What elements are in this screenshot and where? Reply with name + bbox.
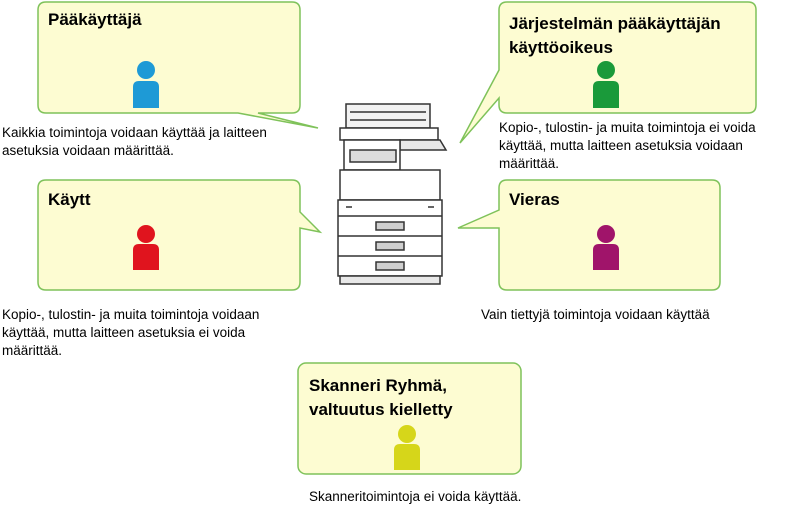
sysadmin-description: Kopio-, tulostin- ja muita toimintoja ei… xyxy=(499,119,756,173)
sysadmin-title-line-2: käyttöoikeus xyxy=(509,38,613,57)
admin-description: Kaikkia toimintoja voidaan käyttää ja la… xyxy=(2,124,267,160)
scanner-title: Skanneri Ryhmä, valtuutus kielletty xyxy=(309,374,453,422)
guest-description: Vain tiettyjä toimintoja voidaan käyttää xyxy=(481,306,710,324)
admin-title: Pääkäyttäjä xyxy=(48,10,142,29)
sysadmin-description-line-2: käyttää, mutta laitteen asetuksia voidaa… xyxy=(499,138,743,153)
admin-description-line-2: asetuksia voidaan määrittää. xyxy=(2,143,174,158)
sysadmin-title-line-1: Järjestelmän pääkäyttäjän xyxy=(509,14,721,33)
admin-description-line-1: Kaikkia toimintoja voidaan käyttää ja la… xyxy=(2,125,267,140)
user-description-line-3: määrittää. xyxy=(2,343,63,358)
guest-person-icon xyxy=(593,225,619,270)
guest-description-line-1: Vain tiettyjä toimintoja voidaan käyttää xyxy=(481,307,710,322)
scanner-bubble xyxy=(297,362,522,475)
user-title: Käytt xyxy=(48,190,91,209)
user-person-icon xyxy=(133,225,159,270)
user-description-line-2: käyttää, mutta laitteen asetuksia ei voi… xyxy=(2,325,246,340)
sysadmin-person-icon xyxy=(593,61,619,108)
scanner-person-icon xyxy=(394,425,420,470)
sysadmin-description-line-3: määrittää. xyxy=(499,156,560,171)
scanner-title-line-1: Skanneri Ryhmä, xyxy=(309,376,447,395)
sysadmin-description-line-1: Kopio-, tulostin- ja muita toimintoja ei… xyxy=(499,120,756,135)
scanner-title-line-2: valtuutus kielletty xyxy=(309,400,453,419)
user-description-line-1: Kopio-, tulostin- ja muita toimintoja vo… xyxy=(2,307,260,322)
user-description: Kopio-, tulostin- ja muita toimintoja vo… xyxy=(2,306,259,360)
admin-bubble xyxy=(37,1,319,129)
scanner-description-line-1: Skanneritoimintoja ei voida käyttää. xyxy=(309,489,522,504)
user-bubble xyxy=(37,179,323,291)
sysadmin-title: Järjestelmän pääkäyttäjän käyttöoikeus xyxy=(509,12,721,60)
printer-icon xyxy=(337,103,448,285)
scanner-description: Skanneritoimintoja ei voida käyttää. xyxy=(309,488,521,506)
guest-bubble xyxy=(457,179,721,291)
guest-title: Vieras xyxy=(509,190,560,209)
admin-person-icon xyxy=(133,61,159,108)
